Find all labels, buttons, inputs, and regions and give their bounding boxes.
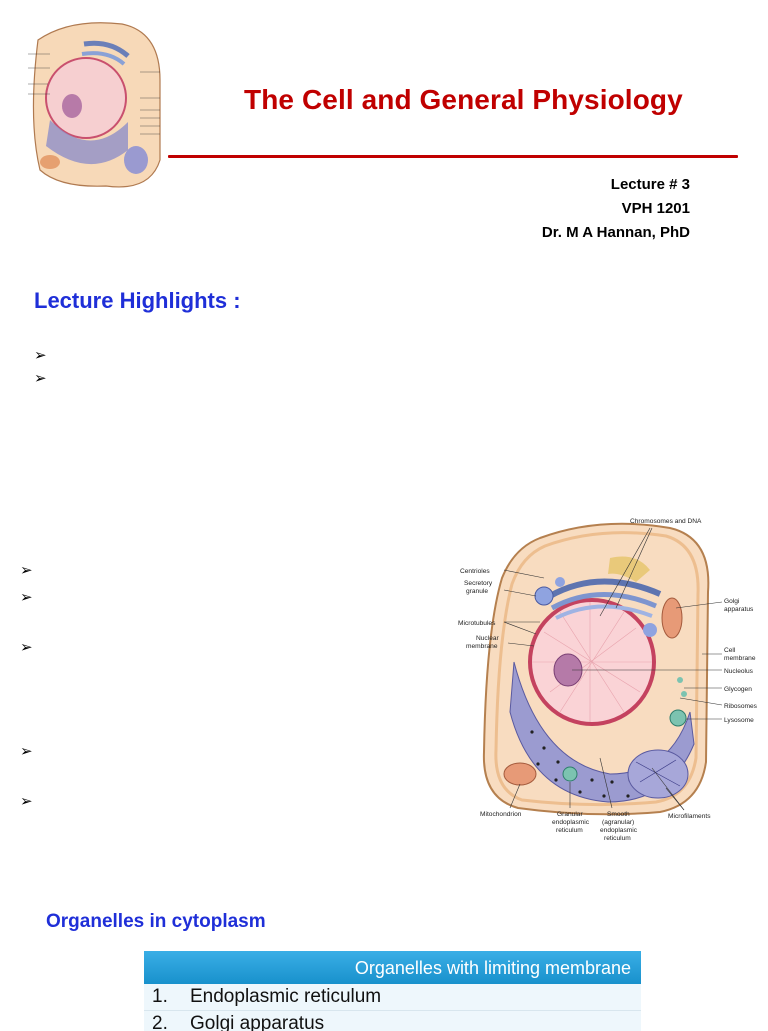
table-row: 1. Endoplasmic reticulum (144, 984, 641, 1011)
row-name: Endoplasmic reticulum (190, 986, 382, 1007)
label-glycogen: Glycogen (724, 686, 752, 693)
row-number: 2. (152, 1013, 168, 1031)
title-divider (168, 155, 738, 158)
label-granular-er-3: reticulum (556, 827, 583, 834)
label-cell-membrane-1: Cell (724, 647, 736, 654)
bullet-icon: ➢ (34, 370, 47, 387)
label-golgi-1: Golgi (724, 598, 740, 605)
label-granular-er-1: Granular (557, 811, 583, 818)
label-secretory-granule-1: Secretory (464, 580, 493, 587)
lecture-number: Lecture # 3 (610, 176, 690, 193)
bullet-icon: ➢ (20, 639, 33, 656)
organelles-heading: Organelles in cytoplasm (46, 911, 266, 932)
label-smooth-er-2: (agranular) (602, 819, 634, 826)
label-ribosomes: Ribosomes (724, 703, 758, 710)
label-lysosome: Lysosome (724, 717, 754, 724)
label-centrioles: Centrioles (460, 568, 490, 575)
label-nuclear-membrane-1: Nuclear (476, 635, 500, 642)
page-title: The Cell and General Physiology (244, 84, 683, 115)
table-row: 2. Golgi apparatus (144, 1011, 641, 1031)
bullet-icon: ➢ (20, 743, 33, 760)
row-number: 1. (152, 986, 168, 1007)
label-cell-membrane-2: membrane (724, 655, 756, 662)
course-code: VPH 1201 (621, 200, 690, 217)
label-chromosomes: Chromosomes and DNA (630, 518, 702, 525)
bullet-icon: ➢ (20, 562, 33, 579)
label-mitochondrion: Mitochondrion (480, 811, 522, 818)
label-granular-er-2: endoplasmic (552, 819, 590, 826)
highlights-heading: Lecture Highlights : (34, 288, 241, 313)
label-secretory-granule-2: granule (466, 588, 488, 595)
organelles-table: Organelles with limiting membrane 1. Endo… (144, 951, 641, 1031)
label-smooth-er-3: endoplasmic (600, 827, 638, 834)
cell-diagram: Chromosomes and DNA Centrioles Secretory… (458, 518, 758, 842)
label-nucleolus: Nucleolus (724, 668, 754, 675)
table-header: Organelles with limiting membrane (144, 951, 641, 984)
label-microtubules: Microtubules (458, 620, 496, 627)
author-name: Dr. M A Hannan, PhD (541, 224, 690, 241)
bullet-icon: ➢ (20, 793, 33, 810)
label-smooth-er-1: Smooth (607, 811, 630, 818)
label-microfilaments: Microfilaments (668, 813, 711, 820)
cell-diagram-thumbnail (28, 22, 161, 188)
label-nuclear-membrane-2: membrane (466, 643, 498, 650)
label-golgi-2: apparatus (724, 606, 754, 613)
bullet-icon: ➢ (34, 347, 47, 364)
bullet-icon: ➢ (20, 589, 33, 606)
row-name: Golgi apparatus (190, 1013, 325, 1031)
label-smooth-er-4: reticulum (604, 835, 631, 842)
